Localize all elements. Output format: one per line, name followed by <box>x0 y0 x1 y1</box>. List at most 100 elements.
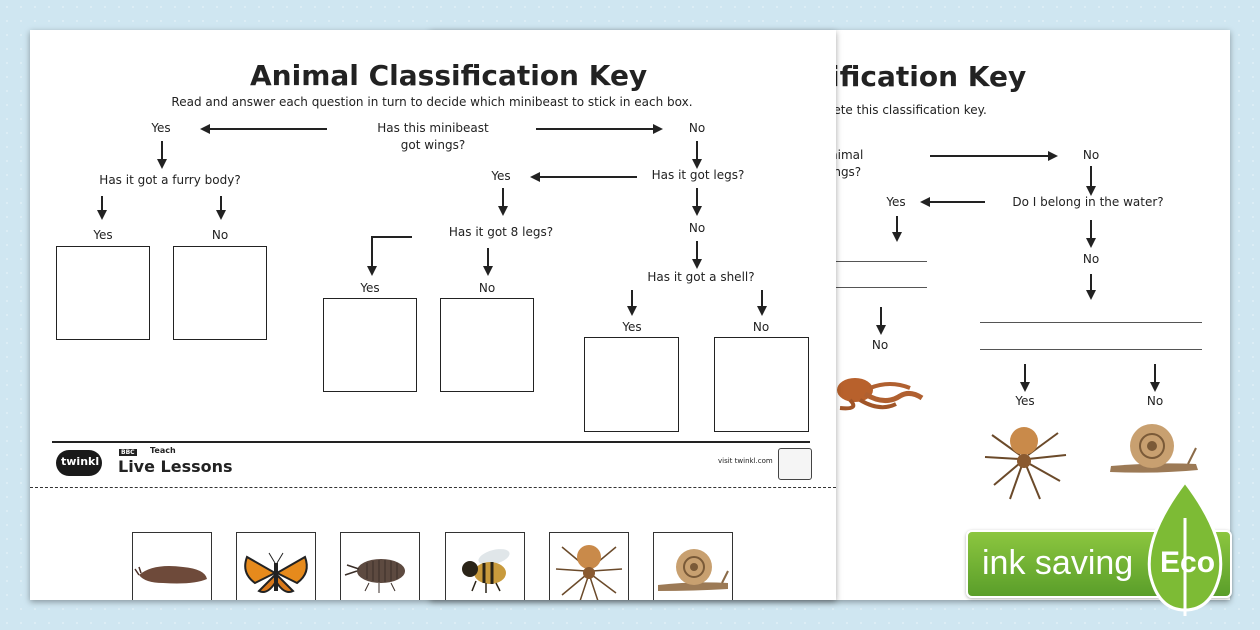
twinkl-logo-text: twinkl <box>61 455 100 468</box>
arrowhead <box>97 210 107 220</box>
arrowhead <box>530 172 540 182</box>
answer-line <box>835 287 927 288</box>
arrow-line <box>631 290 633 306</box>
back-arrowhead <box>1086 238 1096 248</box>
back-question-animal-2: ings? <box>830 165 862 179</box>
back-arrow-line <box>1090 274 1092 290</box>
back-arrowhead <box>920 197 930 207</box>
label-no: No <box>688 121 706 135</box>
snail-image <box>658 549 729 591</box>
arrowhead <box>627 306 637 316</box>
arrow-line <box>487 248 489 266</box>
back-label-no: No <box>871 338 889 352</box>
back-arrow-line <box>930 201 985 203</box>
cutout-card-spider[interactable] <box>549 532 629 600</box>
arrow-line <box>502 188 504 206</box>
back-arrow-line <box>930 155 1048 157</box>
arrowhead <box>216 210 226 220</box>
cut-line <box>30 487 836 488</box>
back-arrowhead <box>1086 186 1096 196</box>
label-no: No <box>752 320 770 334</box>
arrowhead <box>157 159 167 169</box>
arrow-line <box>696 241 698 259</box>
back-title: ification Key <box>830 60 1027 93</box>
label-no: No <box>688 221 706 235</box>
label-yes: Yes <box>491 169 511 183</box>
back-arrow-line <box>1090 220 1092 238</box>
answer-box-8legs-yes[interactable] <box>323 298 417 392</box>
ink-saving-text: ink saving <box>982 544 1134 582</box>
label-yes: Yes <box>93 228 113 242</box>
back-arrow-line <box>1154 364 1156 382</box>
cutout-card-snail[interactable] <box>653 532 733 600</box>
arrowhead <box>692 206 702 216</box>
question-wings-line1: Has this minibeast <box>377 121 489 135</box>
question-8-legs: Has it got 8 legs? <box>448 225 554 239</box>
back-instruction: lete this classification key. <box>830 103 987 117</box>
cutout-card-slug[interactable] <box>132 532 212 600</box>
back-arrowhead <box>1150 382 1160 392</box>
answer-line <box>980 322 1202 323</box>
label-yes: Yes <box>360 281 380 295</box>
question-shell: Has it got a shell? <box>647 270 755 284</box>
arrow-line <box>371 236 373 266</box>
arrow-line <box>371 236 412 238</box>
cutout-card-woodlouse[interactable] <box>340 532 420 600</box>
arrowhead <box>367 266 377 276</box>
page-title: Animal Classification Key <box>250 59 648 92</box>
visit-url: visit twinkl.com <box>718 457 773 465</box>
arrow-line <box>540 176 637 178</box>
arrowhead <box>498 206 508 216</box>
back-label-no: No <box>1146 394 1164 408</box>
label-no: No <box>211 228 229 242</box>
bee-image <box>462 549 510 593</box>
twinkl-logo: twinkl <box>56 450 102 476</box>
question-furry: Has it got a furry body? <box>99 173 241 187</box>
woodlouse-image <box>344 559 405 593</box>
arrowhead <box>692 259 702 269</box>
butterfly-image <box>244 552 308 593</box>
arrow-line <box>696 188 698 206</box>
answer-line <box>835 261 927 262</box>
octopus-image <box>837 378 924 411</box>
back-arrowhead <box>1020 382 1030 392</box>
arrowhead <box>200 124 210 134</box>
label-yes: Yes <box>151 121 171 135</box>
arrowhead <box>692 159 702 169</box>
spider-image <box>984 427 1067 500</box>
answer-box-furry-yes[interactable] <box>56 246 150 340</box>
back-arrow-line <box>896 216 898 232</box>
arrow-line <box>696 141 698 159</box>
answer-box-shell-yes[interactable] <box>584 337 679 432</box>
answer-box-8legs-no[interactable] <box>440 298 534 392</box>
arrow-line <box>101 196 103 210</box>
question-wings-line2: got wings? <box>400 138 466 152</box>
back-arrowhead <box>1048 151 1058 161</box>
answer-box-shell-no[interactable] <box>714 337 809 432</box>
back-label-yes: Yes <box>1015 394 1035 408</box>
arrow-line <box>761 290 763 306</box>
arrowhead <box>653 124 663 134</box>
cutout-card-butterfly[interactable] <box>236 532 316 600</box>
arrow-line <box>161 141 163 159</box>
label-yes: Yes <box>622 320 642 334</box>
cutout-card-bee[interactable] <box>445 532 525 600</box>
back-question-water: Do I belong in the water? <box>1012 195 1164 209</box>
arrowhead <box>757 306 767 316</box>
back-arrow-line <box>1090 166 1092 186</box>
bbc-logo: BBC <box>119 449 137 456</box>
slug-image <box>134 566 207 584</box>
back-arrow-line <box>880 307 882 325</box>
arrow-line <box>220 196 222 210</box>
answer-box-furry-no[interactable] <box>173 246 267 340</box>
footer-divider <box>52 441 810 443</box>
label-no: No <box>478 281 496 295</box>
front-worksheet: Animal Classification Key Read and answe… <box>30 30 836 600</box>
live-lessons-logo: Live Lessons <box>118 457 233 476</box>
question-legs: Has it got legs? <box>651 168 745 182</box>
back-label-no: No <box>1082 148 1100 162</box>
back-question-animal-1: nimal <box>830 148 864 162</box>
arrowhead <box>483 266 493 276</box>
spider-image <box>555 545 623 600</box>
back-label-no: No <box>1082 252 1100 266</box>
